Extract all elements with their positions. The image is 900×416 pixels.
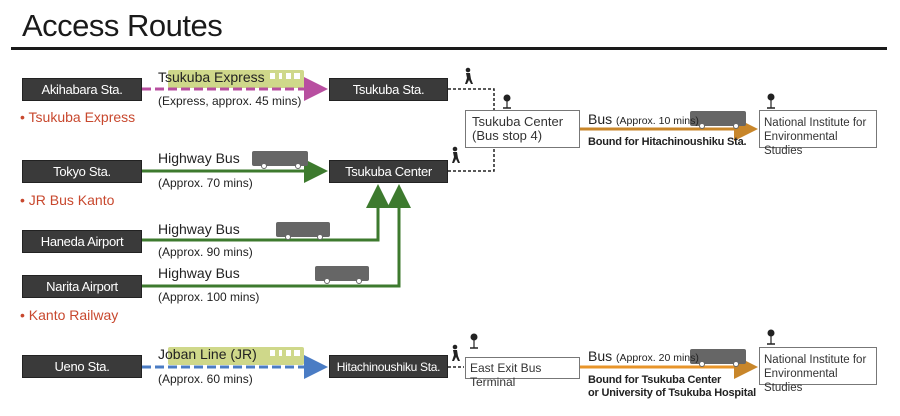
page-title: Access Routes bbox=[22, 8, 223, 43]
bus-stop-icon bbox=[470, 333, 478, 349]
route-name-tokyo: Highway Bus bbox=[158, 150, 240, 166]
title-divider bbox=[11, 47, 887, 50]
route-duration-ueno: (Approx. 60 mins) bbox=[158, 372, 253, 386]
local-bus-lower-label: Bus (Approx. 20 mins) bbox=[588, 348, 699, 364]
bus-stop-icon bbox=[767, 93, 775, 109]
station-narita: Narita Airport bbox=[22, 275, 142, 298]
local-bus-lower-bound-line2: or University of Tsukuba Hospital bbox=[588, 387, 757, 399]
walk-path-tsukuba-center bbox=[448, 148, 495, 172]
route-name-akihabara: Tsukuba Express bbox=[158, 69, 265, 85]
walking-person-icon bbox=[465, 67, 473, 84]
bus-icon bbox=[252, 151, 308, 169]
destination-line2: Environmental Studies bbox=[764, 131, 838, 157]
bus-stop-tsukuba-center-name: Tsukuba Center bbox=[472, 114, 564, 129]
station-hitachinoushiku: Hitachinoushiku Sta. bbox=[329, 355, 448, 378]
destination-nies-lower: National Institute for Environmental Stu… bbox=[759, 347, 877, 394]
walking-person-icon bbox=[452, 344, 460, 361]
operator-tsukuba-express: • Tsukuba Express bbox=[20, 109, 136, 125]
route-duration-akihabara: (Express, approx. 45 mins) bbox=[158, 94, 302, 108]
bus-icon bbox=[690, 111, 746, 129]
walking-person-icon bbox=[452, 146, 460, 163]
local-bus-upper-label: Bus (Approx. 10 mins) bbox=[588, 111, 699, 127]
bus-icon bbox=[690, 349, 746, 367]
route-name-ueno: Joban Line (JR) bbox=[158, 346, 257, 362]
operator-jr-bus-kanto: • JR Bus Kanto bbox=[20, 192, 115, 208]
local-bus-upper-duration: (Approx. 10 mins) bbox=[616, 115, 699, 127]
station-akihabara: Akihabara Sta. bbox=[22, 78, 142, 101]
destination-line2: Environmental Studies bbox=[764, 368, 838, 394]
local-bus-lower-name: Bus bbox=[588, 348, 613, 364]
bus-stop-east-exit: East Exit Bus Terminal bbox=[465, 357, 580, 389]
bus-stop-tsukuba-center-number: (Bus stop 4) bbox=[472, 128, 543, 143]
route-name-narita: Highway Bus bbox=[158, 265, 240, 281]
local-bus-lower-bound: Bound for Tsukuba Center or University o… bbox=[588, 374, 756, 400]
bus-stop-icon bbox=[503, 94, 511, 109]
local-bus-upper-name: Bus bbox=[588, 111, 613, 127]
route-duration-narita: (Approx. 100 mins) bbox=[158, 290, 260, 304]
train-icon bbox=[168, 70, 304, 88]
route-duration-haneda: (Approx. 90 mins) bbox=[158, 245, 253, 259]
local-bus-lower-duration: (Approx. 20 mins) bbox=[616, 352, 699, 364]
destination-line1: National Institute for bbox=[764, 117, 867, 129]
operator-kanto-railway: • Kanto Railway bbox=[20, 307, 119, 323]
station-haneda: Haneda Airport bbox=[22, 230, 142, 253]
haneda-bus-line bbox=[142, 184, 390, 242]
train-icon bbox=[168, 347, 304, 365]
destination-nies-upper: National Institute for Environmental Stu… bbox=[759, 110, 877, 157]
bus-icon bbox=[315, 266, 369, 284]
bus-stop-icon bbox=[767, 329, 775, 345]
walk-path-tsukuba-sta bbox=[448, 88, 495, 110]
destination-line1: National Institute for bbox=[764, 354, 867, 366]
local-bus-lower-bound-line1: Bound for Tsukuba Center bbox=[588, 374, 722, 386]
station-tsukuba-center: Tsukuba Center bbox=[329, 160, 448, 183]
local-bus-upper-bound: Bound for Hitachinoushiku Sta. bbox=[588, 136, 747, 148]
station-ueno: Ueno Sta. bbox=[22, 355, 142, 378]
route-duration-tokyo: (Approx. 70 mins) bbox=[158, 176, 253, 190]
station-tsukuba-sta: Tsukuba Sta. bbox=[329, 78, 448, 101]
bus-stop-tsukuba-center: Tsukuba Center (Bus stop 4) bbox=[465, 110, 580, 148]
narita-bus-line bbox=[142, 184, 411, 288]
station-tokyo: Tokyo Sta. bbox=[22, 160, 142, 183]
route-name-haneda: Highway Bus bbox=[158, 221, 240, 237]
bus-icon bbox=[276, 222, 330, 240]
